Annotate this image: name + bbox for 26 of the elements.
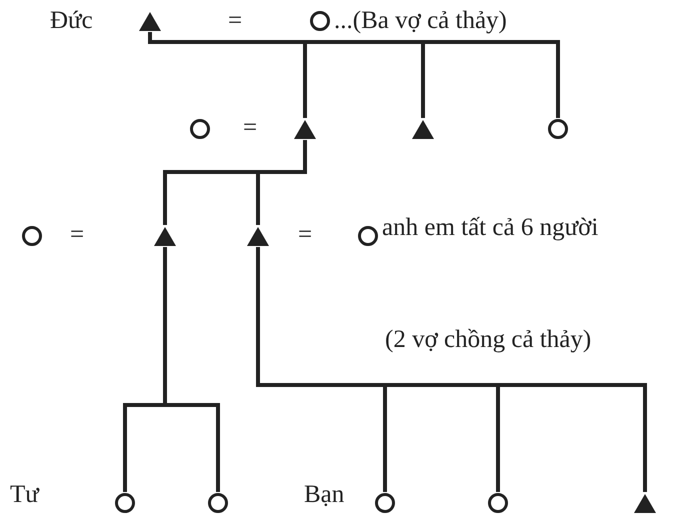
marriage-sign: =	[243, 114, 258, 142]
triangle-symbol	[153, 225, 177, 247]
circle-symbol	[546, 118, 570, 140]
circle-symbol	[206, 492, 230, 514]
circle-symbol	[486, 492, 510, 514]
triangle-symbol	[246, 225, 270, 247]
person-name: Bạn	[304, 481, 344, 509]
triangle-symbol	[411, 118, 435, 140]
circle-symbol	[20, 225, 44, 247]
circle-symbol	[373, 492, 397, 514]
note-text: (2 vợ chồng cả thảy)	[385, 326, 592, 354]
marriage-sign: =	[70, 221, 84, 249]
descent-line	[148, 32, 560, 118]
triangle-symbol	[293, 118, 317, 140]
circle-symbol	[113, 492, 137, 514]
person-name: Tư	[10, 481, 39, 509]
circle-symbol	[188, 118, 212, 140]
annotation-text: anh em tất cả 6 người	[382, 214, 598, 242]
circle-symbol	[356, 225, 380, 247]
triangle-symbol	[138, 10, 162, 32]
triangle-symbol	[633, 492, 657, 514]
circle-symbol	[308, 10, 332, 32]
marriage-sign: =	[298, 221, 312, 249]
person-name: Đức	[50, 7, 93, 35]
annotation-text: ...(Ba vợ cả thảy)	[334, 7, 507, 35]
marriage-sign: =	[228, 7, 242, 35]
